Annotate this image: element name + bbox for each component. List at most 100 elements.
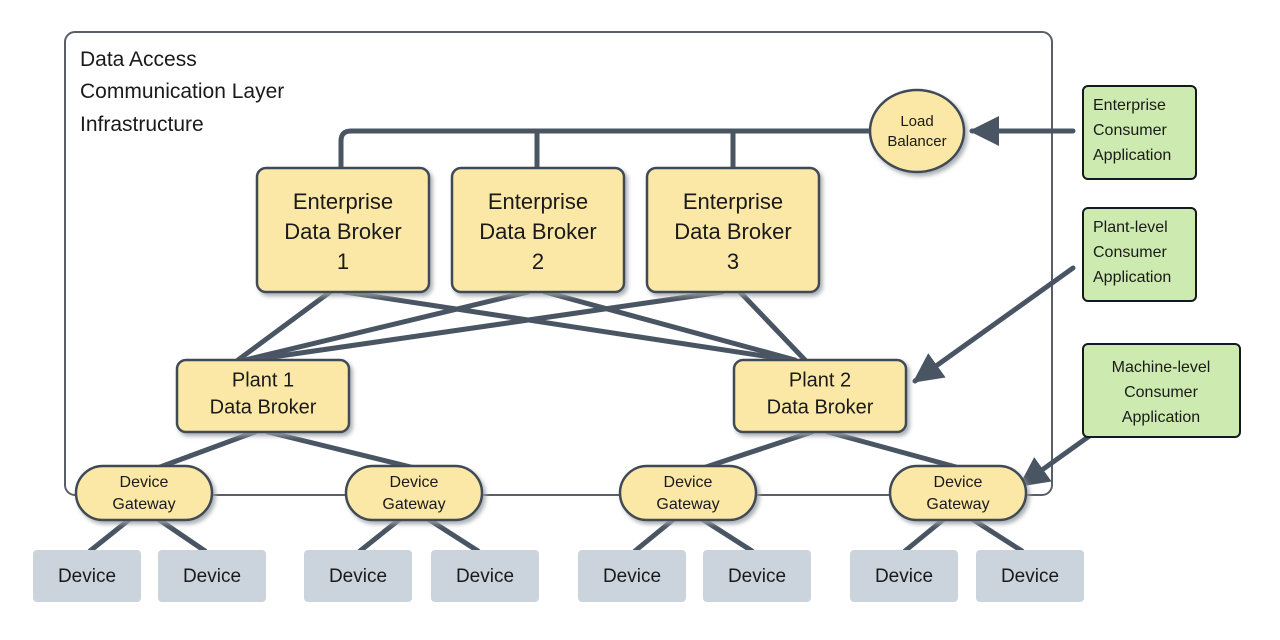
plant-2-data-broker[interactable]: Plant 2 Data Broker (732, 358, 908, 434)
load-balancer[interactable]: Load Balancer (868, 88, 966, 174)
enterprise-data-broker-3-shape (645, 166, 821, 294)
enterprise-data-broker-2-line-2: Data Broker (479, 219, 596, 244)
page-title-line-1: Data Access (80, 48, 197, 71)
device-1-shape (33, 550, 141, 602)
device-6[interactable]: Device (703, 550, 811, 602)
device-3-shape (304, 550, 412, 602)
load-balancer-label-line-1: Load (900, 113, 933, 130)
device-gateway-4-line-1: Device (934, 474, 983, 491)
link-gateway-4-device-7 (902, 516, 947, 554)
enterprise-consumer-application-line-2: Consumer (1093, 122, 1167, 139)
device-2[interactable]: Device (158, 550, 266, 602)
link-gateway-3-device-5 (632, 516, 677, 554)
device-gateway-2-line-1: Device (390, 474, 439, 491)
device-7-label: Device (875, 566, 933, 587)
device-1-label: Device (58, 566, 116, 587)
link-broker-1-plant-2 (342, 289, 793, 363)
link-broker-3-plant-1 (249, 289, 725, 363)
enterprise-consumer-application-line-1: Enterprise (1093, 97, 1166, 114)
link-gateway-1-device-1 (87, 516, 133, 554)
link-plant-2-gateway-4 (825, 429, 970, 473)
enterprise-data-broker-2-line-3: 2 (532, 249, 544, 274)
enterprise-data-broker-1-line-1: Enterprise (293, 189, 393, 214)
plant-level-consumer-application-line-1: Plant-level (1093, 219, 1168, 236)
machine-level-consumer-application-line-3: Application (1122, 409, 1200, 426)
plant-level-consumer-application-shape (1082, 207, 1197, 302)
plant-1-data-broker[interactable]: Plant 1 Data Broker (175, 358, 351, 434)
device-gateway-3-line-2: Gateway (656, 496, 719, 513)
machine-level-consumer-application[interactable]: Machine-level Consumer Application (1082, 343, 1241, 438)
link-gateway-2-device-3 (357, 516, 403, 554)
device-gateway-1-shape (74, 464, 214, 522)
plant-level-consumer-application-line-3: Application (1093, 269, 1171, 286)
plant-2-data-broker-shape (732, 358, 908, 434)
device-5[interactable]: Device (578, 550, 686, 602)
plant-level-consumer-application[interactable]: Plant-level Consumer Application (1082, 207, 1197, 302)
link-gateway-3-device-6 (699, 516, 755, 554)
device-3-label: Device (329, 566, 387, 587)
enterprise-data-broker-1-line-2: Data Broker (284, 219, 401, 244)
device-gateway-4[interactable]: Device Gateway (888, 464, 1028, 522)
device-gateway-4-line-2: Gateway (926, 496, 989, 513)
plant-level-consumer-application-line-2: Consumer (1093, 244, 1167, 261)
arrow-plant-consumer-to-plant-2-broker (912, 265, 1076, 384)
enterprise-data-broker-3-line-3: 3 (727, 249, 739, 274)
link-broker-2-plant-1 (242, 289, 531, 363)
plant-1-data-broker-shape (175, 358, 351, 434)
device-gateway-2-line-2: Gateway (382, 496, 445, 513)
plant-1-data-broker-line-2: Data Broker (210, 396, 317, 418)
device-5-label: Device (603, 566, 661, 587)
device-gateway-2-shape (344, 464, 484, 522)
device-2-label: Device (183, 566, 241, 587)
connector-layer (87, 116, 1098, 554)
load-balancer-label-line-2: Balancer (887, 133, 946, 150)
device-gateway-1[interactable]: Device Gateway (74, 464, 214, 522)
device-3[interactable]: Device (304, 550, 412, 602)
device-gateway-3-line-1: Device (664, 474, 713, 491)
arrow-machine-consumer-to-gateway-4 (1018, 429, 1098, 488)
link-gateway-2-device-4 (425, 516, 481, 554)
device-1[interactable]: Device (33, 550, 141, 602)
device-2-shape (158, 550, 266, 602)
link-broker-3-plant-2 (737, 289, 808, 363)
device-7[interactable]: Device (850, 550, 958, 602)
page-title-line-2: Communication Layer (80, 80, 284, 103)
device-gateway-2[interactable]: Device Gateway (344, 464, 484, 522)
enterprise-data-broker-3[interactable]: Enterprise Data Broker 3 (645, 166, 821, 294)
device-gateway-1-line-2: Gateway (112, 496, 175, 513)
enterprise-data-broker-1-shape (255, 166, 431, 294)
enterprise-data-broker-3-line-2: Data Broker (674, 219, 791, 244)
device-gateway-1-line-1: Device (120, 474, 169, 491)
link-plant-1-gateway-1 (149, 429, 258, 473)
device-gateway-4-shape (888, 464, 1028, 522)
machine-level-consumer-application-line-2: Consumer (1124, 384, 1198, 401)
enterprise-data-broker-2-line-1: Enterprise (488, 189, 588, 214)
device-4-label: Device (456, 566, 514, 587)
link-broker-1-plant-1 (235, 289, 333, 363)
plant-2-data-broker-line-1: Plant 2 (789, 369, 851, 391)
link-gateway-1-device-2 (155, 516, 208, 554)
device-8-label: Device (1001, 566, 1059, 587)
link-plant-1-gateway-2 (265, 429, 426, 473)
device-5-shape (578, 550, 686, 602)
enterprise-consumer-application-shape (1082, 85, 1197, 180)
machine-level-consumer-application-shape (1082, 343, 1241, 438)
device-gateway-3[interactable]: Device Gateway (618, 464, 758, 522)
device-8-shape (976, 550, 1084, 602)
plant-2-data-broker-line-2: Data Broker (767, 396, 874, 418)
enterprise-data-broker-1[interactable]: Enterprise Data Broker 1 (255, 166, 431, 294)
device-4[interactable]: Device (431, 550, 539, 602)
enterprise-consumer-application[interactable]: Enterprise Consumer Application (1082, 85, 1197, 180)
device-6-label: Device (728, 566, 786, 587)
device-8[interactable]: Device (976, 550, 1084, 602)
machine-level-consumer-application-line-1: Machine-level (1112, 359, 1211, 376)
infrastructure-boundary (64, 31, 1053, 496)
enterprise-data-broker-2-shape (450, 166, 626, 294)
enterprise-data-broker-2[interactable]: Enterprise Data Broker 2 (450, 166, 626, 294)
link-gateway-4-device-8 (969, 516, 1025, 554)
enterprise-data-broker-1-line-3: 1 (337, 249, 349, 274)
link-load-balancer-bus (338, 128, 875, 171)
page-title-line-3: Infrastructure (80, 113, 204, 136)
